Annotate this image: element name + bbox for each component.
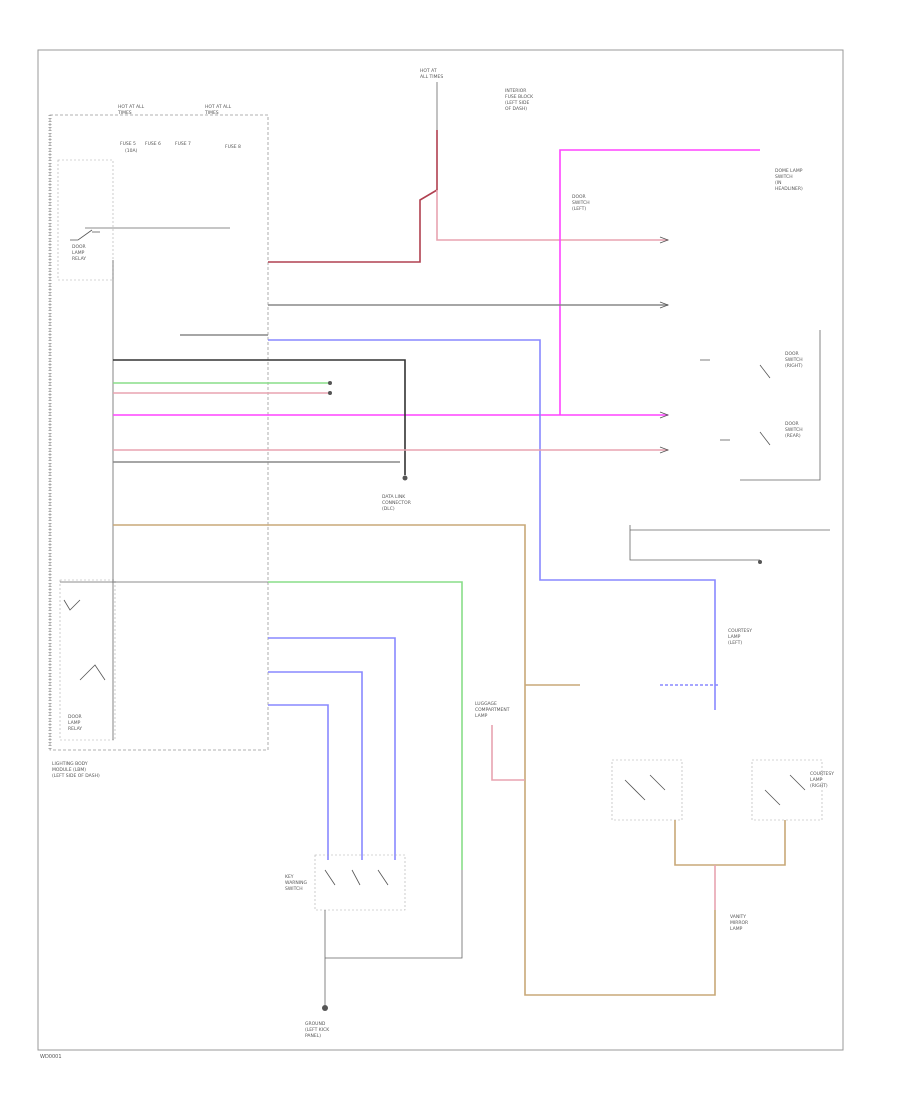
- black-wire: [113, 359, 406, 475]
- top-center-label-1: HOT AT: [420, 68, 437, 74]
- relay-top-switch: [70, 229, 100, 241]
- key-label-2: WARNING: [285, 880, 307, 886]
- terminal-arrow-2: [659, 301, 670, 309]
- key-switch-contacts: [324, 869, 389, 886]
- courtesy-right-2: LAMP: [810, 777, 823, 783]
- blue-wire-down-2: [268, 671, 363, 860]
- dlc-label-1: DATA LINK: [382, 494, 406, 500]
- tan-wire: [113, 524, 716, 996]
- module-title-2: MODULE (LBM): [52, 767, 86, 773]
- dome-switch-label-3: (IN: [775, 180, 781, 186]
- right-switch-1-label-3: (RIGHT): [785, 363, 803, 369]
- dlc-label-3: (DLC): [382, 506, 395, 512]
- ground-label-2: (LEFT KICK: [305, 1027, 330, 1033]
- vanity-label-3: LAMP: [730, 926, 743, 932]
- ground-wire: [324, 870, 463, 1005]
- fuse-6-label: FUSE 6: [145, 141, 161, 147]
- lamp-left-switch: [624, 774, 666, 801]
- fuse-top-right-label-1: HOT AT ALL: [205, 104, 232, 110]
- blue-wire-down-1: [268, 637, 396, 860]
- fuse-top-left-label-1: HOT AT ALL: [118, 104, 145, 110]
- dome-switch-label-4: HEADLINER): [775, 186, 803, 192]
- relay-bottom-label-3: RELAY: [68, 726, 82, 732]
- door-switch-left-3: (LEFT): [572, 206, 586, 212]
- red-wire-top: [268, 130, 438, 263]
- dlc-label-2: CONNECTOR: [382, 500, 411, 506]
- right-switch-2-label-3: (REAR): [785, 433, 801, 439]
- vanity-label-2: MIRROR: [730, 920, 748, 926]
- blue-wire-right: [268, 339, 716, 710]
- lighting-module-box: [49, 114, 269, 751]
- key-warning-switch-box: [314, 854, 406, 911]
- right-switch-2-label-2: SWITCH: [785, 427, 803, 433]
- module-title-1: LIGHTING BODY: [52, 761, 88, 767]
- relay-top-box: [57, 159, 114, 281]
- fuse-8-label: FUSE 8: [225, 144, 241, 150]
- right-switch-2: [720, 431, 771, 446]
- fuse-7-label: FUSE 7: [175, 141, 191, 147]
- luggage-label-3: LAMP: [475, 713, 488, 719]
- lamp-box-right: [751, 759, 823, 821]
- relay-bottom-switch-2: [79, 664, 106, 681]
- fuse-amp-label: (10A): [125, 148, 138, 154]
- ground-point: [322, 1005, 328, 1011]
- lamp-right-switch: [764, 774, 806, 806]
- ground-label-1: GROUND: [305, 1021, 326, 1027]
- connector-red: [328, 391, 332, 395]
- courtesy-left-2: LAMP: [728, 634, 741, 640]
- terminal-arrow-3: [659, 411, 670, 419]
- right-switch-1-label-2: SWITCH: [785, 357, 803, 363]
- dome-switch-label-1: DOME LAMP: [775, 168, 803, 174]
- relay-bottom-label-2: LAMP: [68, 720, 81, 726]
- key-label-3: SWITCH: [285, 886, 303, 892]
- connector-green: [328, 381, 332, 385]
- relay-bottom-switch-1: [63, 599, 81, 611]
- lamp-box-left: [611, 759, 683, 821]
- fuse-5-label: FUSE 5: [120, 141, 136, 147]
- top-center-component-3: (LEFT SIDE: [505, 100, 529, 106]
- magenta-wire-dome: [559, 149, 760, 415]
- fuse-top-left-label-2: TIMES: [117, 110, 132, 116]
- red-wire-dome: [436, 190, 668, 241]
- top-center-component-4: OF DASH): [505, 106, 527, 112]
- right-connector-path: [629, 525, 760, 561]
- red-wire-luggage: [491, 725, 525, 781]
- lamp-wire-left: [674, 820, 786, 866]
- right-switch-1: [700, 359, 771, 379]
- right-switch-1-label-1: DOOR: [785, 351, 799, 357]
- ground-label-3: PANEL): [305, 1033, 321, 1039]
- right-connector-point: [758, 560, 762, 564]
- relay-top-label-3: RELAY: [72, 256, 86, 262]
- key-label-1: KEY: [285, 874, 294, 880]
- courtesy-right-3: (RIGHT): [810, 783, 828, 789]
- vanity-label-1: VANITY: [730, 914, 746, 920]
- right-switch-frame: [740, 330, 821, 481]
- luggage-label-2: COMPARTMENT: [475, 707, 510, 713]
- terminal-arrow-1: [659, 236, 670, 244]
- module-title-3: (LEFT SIDE OF DASH): [52, 773, 100, 779]
- dlc-point: [402, 475, 408, 481]
- green-wire-long: [268, 581, 463, 870]
- diagram-frame: [37, 49, 844, 1051]
- relay-top-label-1: DOOR: [72, 244, 86, 250]
- courtesy-left-3: (LEFT): [728, 640, 742, 646]
- courtesy-right-1: COURTESY: [810, 771, 834, 777]
- top-center-component-1: INTERIOR: [505, 88, 526, 94]
- door-switch-left-1: DOOR: [572, 194, 586, 200]
- footer-code: WD0001: [40, 1054, 62, 1060]
- luggage-label-1: LUGGAGE: [475, 701, 497, 707]
- door-switch-left-2: SWITCH: [572, 200, 590, 206]
- right-switch-2-label-1: DOOR: [785, 421, 799, 427]
- relay-bottom-box: [59, 579, 116, 741]
- dome-switch-label-2: SWITCH: [775, 174, 793, 180]
- courtesy-left-1: COURTESY: [728, 628, 752, 634]
- top-center-component-2: FUSE BLOCK: [505, 94, 534, 100]
- terminal-arrow-4: [659, 446, 670, 454]
- fuse-top-right-label-2: TIMES: [204, 110, 219, 116]
- relay-bottom-label-1: DOOR: [68, 714, 82, 720]
- relay-top-label-2: LAMP: [72, 250, 85, 256]
- blue-wire-down-3: [268, 704, 329, 860]
- top-center-label-2: ALL TIMES: [420, 74, 443, 80]
